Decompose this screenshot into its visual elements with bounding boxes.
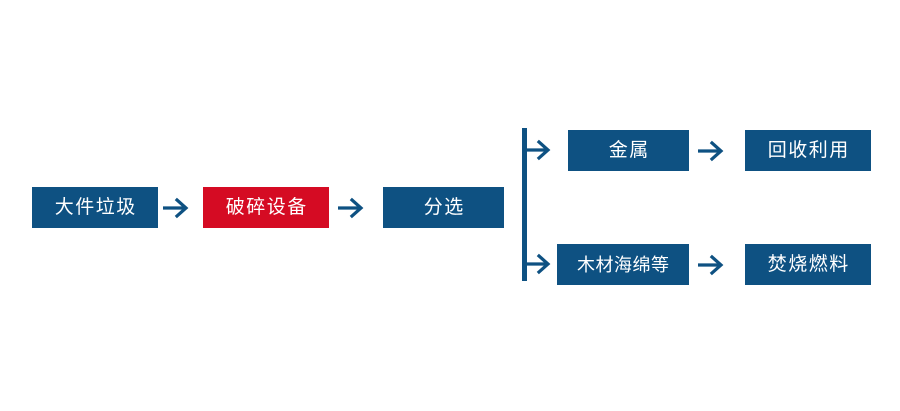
- arrow-right-icon-wood-to-incineration: [698, 252, 728, 278]
- node-metal[interactable]: 金属: [568, 130, 689, 171]
- branch-arrow-icon-metal: [526, 139, 554, 161]
- arrow-right-icon-bulky-to-crushing: [163, 195, 193, 221]
- node-label: 金属: [608, 140, 650, 161]
- node-label: 木材海绵等: [577, 254, 670, 275]
- node-label: 分选: [423, 197, 465, 218]
- node-recycling-reuse[interactable]: 回收利用: [745, 130, 871, 171]
- node-label: 回收利用: [767, 140, 850, 161]
- node-label: 大件垃圾: [54, 197, 137, 218]
- node-label: 焚烧燃料: [767, 254, 850, 275]
- node-sorting[interactable]: 分选: [383, 187, 504, 228]
- node-crushing-equipment[interactable]: 破碎设备: [203, 187, 329, 228]
- node-wood-sponge-etc[interactable]: 木材海绵等: [557, 244, 689, 285]
- node-bulky-waste[interactable]: 大件垃圾: [32, 187, 158, 228]
- node-incineration-fuel[interactable]: 焚烧燃料: [745, 244, 871, 285]
- branch-split-vertical-bar: [522, 128, 527, 281]
- node-label: 破碎设备: [225, 197, 308, 218]
- branch-arrow-icon-wood: [526, 253, 554, 275]
- arrow-right-icon-metal-to-recycling: [698, 138, 728, 164]
- arrow-right-icon-crushing-to-sorting: [338, 195, 368, 221]
